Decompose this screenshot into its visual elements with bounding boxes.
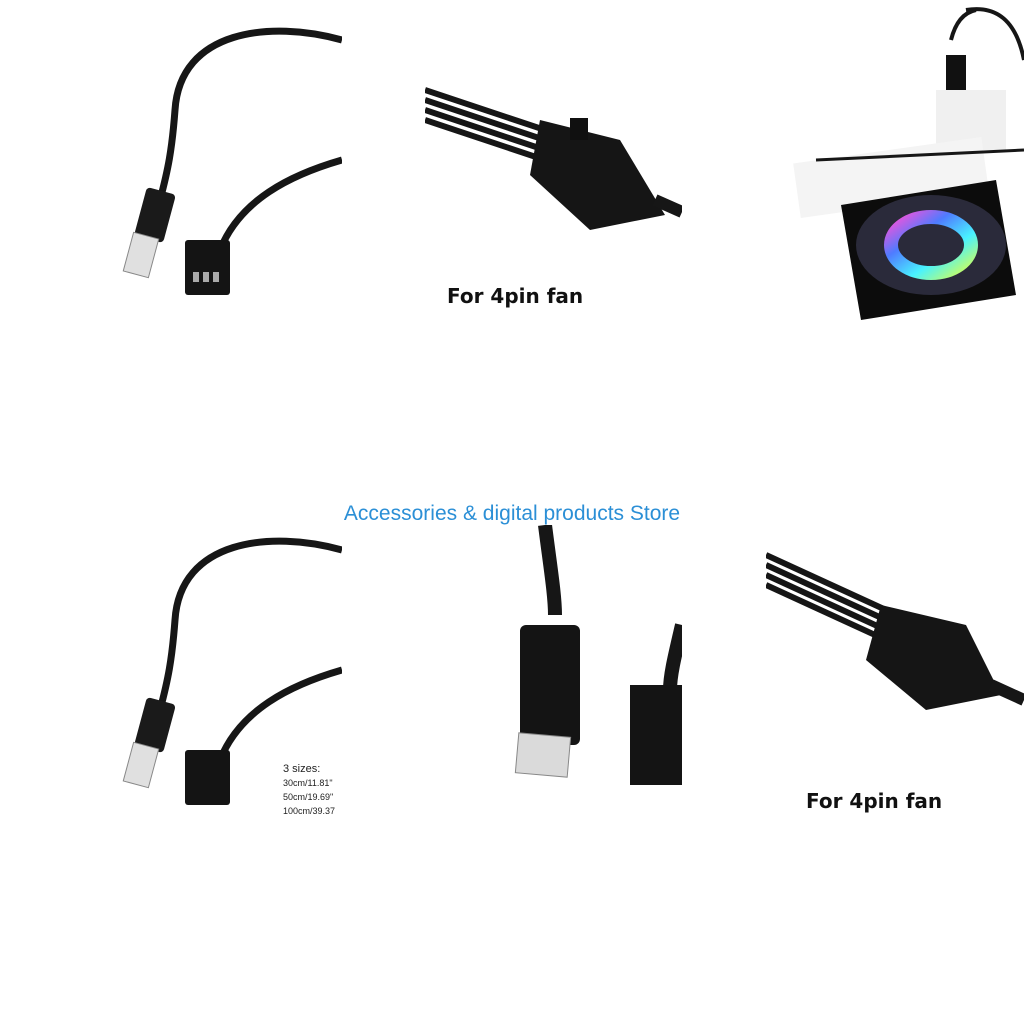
for-4pin-fan-caption-2: For 4pin fan [806,789,943,813]
store-watermark: Accessories & digital products Store [343,502,681,525]
product-image-connector-bottom-right: For 4pin fan [766,525,1024,825]
for-4pin-fan-caption: For 4pin fan [447,284,584,308]
size-30cm: 30cm/11.81" [283,778,333,788]
product-image-connector-top-middle: For 4pin fan [425,0,682,340]
cable-sizes-list: 3 sizes: 30cm/11.81" 50cm/19.69" 100cm/3… [283,762,335,818]
product-image-cable-bottom-left [90,530,342,830]
usb-fan-cable-photo [122,27,342,295]
product-image-usb-plug-bottom-middle [425,525,682,825]
size-50cm: 50cm/19.69" [283,792,334,802]
rgb-fan-photo [793,7,1024,320]
connector-closeup-photo-2 [766,552,1024,710]
usb-plug-closeup-photo [514,525,682,785]
usb-fan-cable-photo-2 [122,537,342,805]
product-image-fan-top-right [766,0,1024,340]
product-image-cable-top-left [90,0,342,340]
sizes-heading: 3 sizes: [283,763,321,775]
size-100cm: 100cm/39.37 [283,806,336,816]
connector-closeup-photo [425,87,682,230]
